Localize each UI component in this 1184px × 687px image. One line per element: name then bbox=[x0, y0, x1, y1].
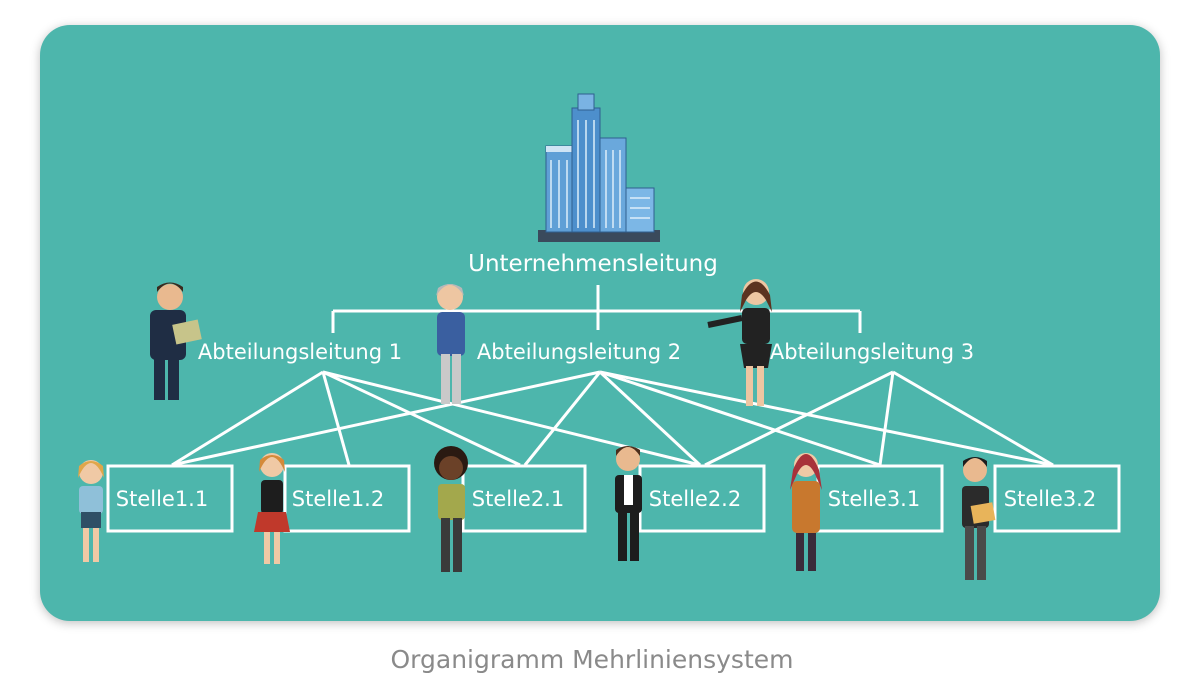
position-box-3-2 bbox=[993, 464, 1121, 533]
position-label-1-2: Stelle1.2 bbox=[292, 487, 384, 511]
position-label-1-1: Stelle1.1 bbox=[116, 487, 208, 511]
position-label-2-2: Stelle2.2 bbox=[649, 487, 741, 511]
top-management-label: Unternehmensleitung bbox=[468, 251, 718, 277]
person-icon bbox=[436, 284, 465, 404]
department-label-2: Abteilungsleitung 2 bbox=[477, 340, 681, 364]
person-icon bbox=[254, 453, 290, 564]
department-label-3: Abteilungsleitung 3 bbox=[770, 340, 974, 364]
person-icon bbox=[150, 282, 202, 400]
position-box-1-1 bbox=[106, 464, 234, 533]
position-box-1-2 bbox=[283, 464, 411, 533]
person-icon bbox=[78, 460, 104, 562]
person-icon bbox=[707, 279, 772, 406]
person-icon bbox=[615, 446, 642, 561]
position-label-3-2: Stelle3.2 bbox=[1004, 487, 1096, 511]
diagram-caption: Organigramm Mehrliniensystem bbox=[390, 645, 794, 674]
connector-lines bbox=[171, 285, 1054, 467]
person-icon bbox=[962, 457, 996, 580]
person-icon bbox=[434, 446, 468, 572]
office-building-icon bbox=[538, 93, 660, 242]
department-label-1: Abteilungsleitung 1 bbox=[198, 340, 402, 364]
position-label-2-1: Stelle2.1 bbox=[472, 487, 564, 511]
person-icon bbox=[790, 453, 822, 571]
position-label-3-1: Stelle3.1 bbox=[828, 487, 920, 511]
